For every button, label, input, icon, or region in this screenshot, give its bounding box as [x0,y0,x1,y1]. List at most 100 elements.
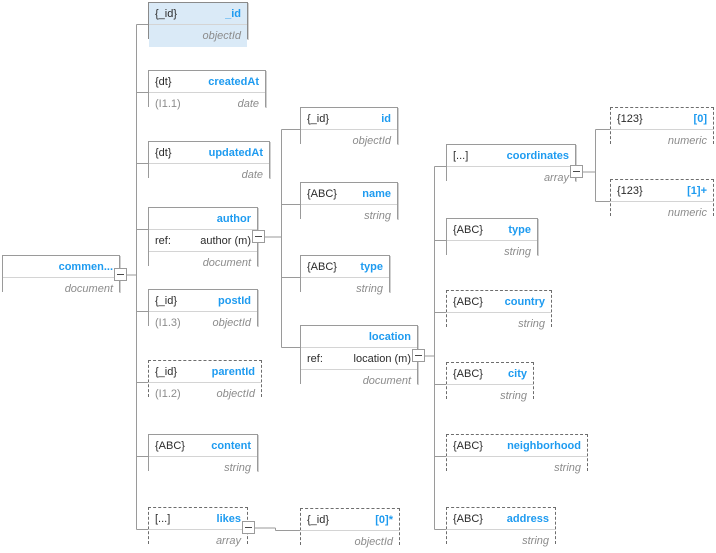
node-data-type: date [241,169,263,181]
node-data-type: objectId [352,135,391,147]
node-field-name: postId [218,295,251,307]
node-type-row: document [301,370,417,392]
node-title-row: {ABC}type [301,256,389,278]
node-field-name: type [360,261,383,273]
schema-node-coordinates[interactable]: [...]coordinates array [446,144,576,189]
node-data-type: string [364,210,391,222]
node-kind-label: {ABC} [307,188,337,200]
node-data-type: array [543,172,569,184]
node-kind-label: {_id} [155,366,178,378]
node-field-name: [0] [693,113,707,125]
node-data-type: string [504,246,531,258]
node-type-row: objectId [301,130,397,152]
schema-node-root[interactable]: commen... document [2,255,120,300]
collapse-toggle-likes[interactable] [242,521,255,534]
node-title-row: {ABC}neighborhood [447,435,587,457]
node-type-row: document [3,278,119,300]
schema-node-author_name[interactable]: {ABC}name string [300,182,398,227]
schema-node-loc_country[interactable]: {ABC}country string [446,290,552,335]
node-type-row: (I1.2) objectId [149,383,261,405]
node-type-row: string [447,313,551,335]
schema-node-createdAt[interactable]: {dt} createdAt (I1.1) date [148,70,266,115]
schema-node-loc_city[interactable]: {ABC}city string [446,362,534,407]
node-field-name: country [504,296,545,308]
node-field-name: address [506,513,549,525]
node-type-row: array [447,167,575,189]
node-type-row: objectId [301,531,399,553]
schema-node-parentId[interactable]: {_id}parentId(I1.2)objectId [148,360,262,405]
collapse-toggle-coordinates[interactable] [570,165,583,178]
node-kind-label: {dt} [155,76,172,88]
node-data-type: document [202,257,251,269]
schema-node-likes_0[interactable]: {_id}[0]*objectId [300,508,400,553]
node-data-type: string [518,318,545,330]
node-field-name: location [368,331,411,343]
node-title-row: {dt} createdAt [149,71,265,93]
node-data-type: objectId [216,388,255,400]
node-title-row: {ABC} address [447,508,555,530]
node-type-row: (I1.3)objectId [149,312,257,334]
schema-node-author_type[interactable]: {ABC}type string [300,255,390,300]
node-title-row: {123}[1]+ [611,180,713,202]
node-type-row: string [447,530,555,552]
node-type-row: string [447,385,533,407]
node-title-row: {_id} _id [149,3,247,25]
node-field-name: createdAt [208,76,259,88]
collapse-toggle-location[interactable] [412,349,425,362]
node-kind-label: {_id} [155,8,178,20]
collapse-toggle-root[interactable] [114,268,127,281]
node-field-name: _id [225,8,241,20]
node-data-type: objectId [354,536,393,548]
node-data-type: date [237,98,259,110]
node-ref-label: ref: [307,353,323,365]
node-title-row: {ABC}city [447,363,533,385]
schema-node-coord_0[interactable]: {123} [0] numeric [610,107,714,152]
node-data-type: string [500,390,527,402]
node-kind-label: [...] [453,150,469,162]
node-field-name: city [508,368,527,380]
node-data-type: string [224,462,251,474]
node-kind-label: {123} [617,113,643,125]
node-data-type: document [64,283,113,295]
schema-node-loc_address[interactable]: {ABC} address string [446,507,556,552]
collapse-toggle-author[interactable] [252,230,265,243]
node-data-type: document [362,375,411,387]
node-field-name: [0]* [375,514,393,526]
node-type-row: numeric [611,130,713,152]
node-title-row: location [301,326,417,348]
node-index-label: (I1.2) [155,388,181,400]
node-title-row: commen... [3,256,119,278]
schema-node-coord_1[interactable]: {123}[1]+ numeric [610,179,714,224]
schema-node-postId[interactable]: {_id}postId(I1.3)objectId [148,289,258,334]
node-type-row: string [149,457,257,479]
node-index-label: (I1.1) [155,98,181,110]
node-type-row: (I1.1) date [149,93,265,115]
node-title-row: {_id}postId [149,290,257,312]
node-field-name: updatedAt [208,147,263,159]
node-title-row: {ABC}name [301,183,397,205]
node-title-row: author [149,208,257,230]
node-kind-label: {ABC} [453,513,483,525]
node-data-type: string [356,283,383,295]
node-ref-row: ref:author (m) [149,230,257,252]
node-field-name: commen... [58,261,113,273]
node-field-name: id [381,113,391,125]
node-field-name: neighborhood [507,440,581,452]
node-type-row: numeric [611,202,713,224]
node-title-row: [...]coordinates [447,145,575,167]
node-data-type: numeric [667,207,707,219]
node-title-row: {ABC}country [447,291,551,313]
node-title-row: {123} [0] [611,108,713,130]
node-index-label: (I1.3) [155,317,181,329]
node-type-row: string [301,278,389,300]
